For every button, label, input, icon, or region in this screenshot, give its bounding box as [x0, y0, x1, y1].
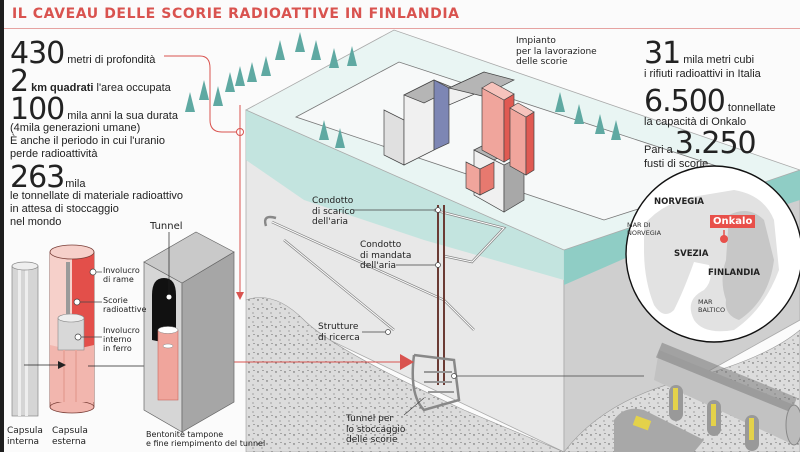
stat-unit: mila metri cubi	[683, 54, 755, 66]
gravel-left	[245, 297, 565, 452]
storage-tunnels	[411, 353, 461, 412]
stat-value: 100	[10, 92, 65, 127]
inner-capsule-illustration	[11, 261, 39, 417]
stat-value: 2	[10, 64, 29, 99]
map-scandinavia	[625, 165, 800, 343]
stat-drums: Pari a3.250 fusti di scorie	[644, 129, 757, 171]
stat-world-waste: 263mila le tonnellate di materiale radio…	[10, 163, 184, 229]
stat-unit: tonnellate	[727, 102, 776, 114]
depth-arrow-head	[236, 292, 244, 300]
bentonite-block-illustration	[143, 231, 235, 433]
storage-arrow-head	[400, 354, 414, 370]
title-divider	[4, 28, 800, 29]
map-label-sweden: SVEZIA	[674, 249, 709, 259]
stat-value: 3.250	[674, 126, 757, 161]
stat-prefix: Pari a	[644, 144, 673, 156]
stat-unit-bold: km quadrati	[31, 82, 94, 94]
stat-unit: l'area occupata	[96, 82, 171, 94]
stat-desc-line: (4mila generazioni umane)	[10, 122, 141, 134]
onkalo-marker	[720, 235, 728, 243]
map-label-finland: FINLANDIA	[708, 268, 760, 278]
stat-unit: mila anni la sua durata	[67, 110, 178, 122]
stat-value: 6.500	[644, 84, 726, 119]
stat-unit: metri di profondità	[67, 54, 156, 66]
stat-desc-line: È anche il periodo in cui l'uranio	[10, 135, 165, 147]
stat-desc-line: in attesa di stoccaggio	[10, 203, 119, 215]
infographic: IL CAVEAU DELLE SCORIE RADIOATTIVE IN FI…	[4, 0, 800, 452]
stat-desc-line: i rifiuti radioattivi in Italia	[644, 68, 761, 80]
label-tunnel: Tunnel	[150, 221, 183, 232]
stat-value: 31	[644, 36, 681, 71]
stat-desc-line: fusti di scorie	[644, 158, 709, 170]
map-label-onkalo: Onkalo	[710, 215, 756, 228]
stat-desc-line: nel mondo	[10, 216, 62, 228]
map-label-norway: NORVEGIA	[654, 197, 704, 207]
stat-value: 263	[10, 160, 65, 195]
page-title: IL CAVEAU DELLE SCORIE RADIOATTIVE IN FI…	[12, 6, 460, 22]
stat-desc-line: perde radioattività	[10, 148, 98, 160]
storage-pipe-illustration	[614, 342, 800, 452]
processing-plant-buildings	[383, 71, 535, 213]
forest	[185, 32, 621, 148]
stat-desc-line: la capacità di Onkalo	[644, 116, 747, 128]
outer-capsule-illustration	[49, 244, 95, 414]
depth-connector-line	[164, 55, 240, 133]
stat-value: 430	[10, 36, 65, 71]
stat-desc-line: le tonnellate di materiale radioattivo	[10, 190, 184, 202]
stat-unit: mila	[65, 178, 86, 190]
